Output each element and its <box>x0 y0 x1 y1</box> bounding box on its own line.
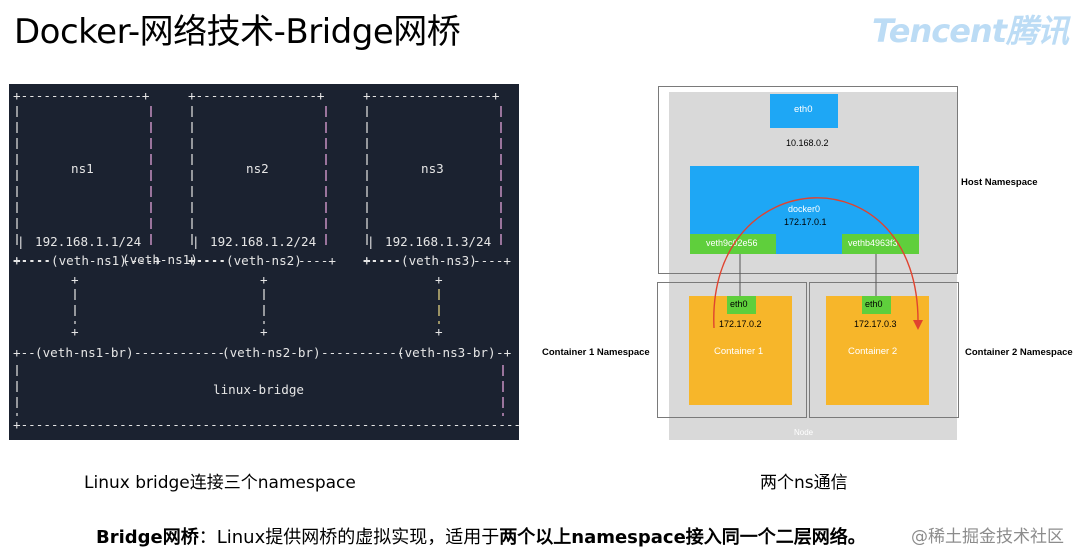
container2-eth0-label: eth0 <box>865 299 883 309</box>
host-eth0 <box>770 94 838 128</box>
container2-namespace-box <box>809 282 959 418</box>
host-namespace-box <box>658 86 958 274</box>
bottom-bold-term: Bridge网桥 <box>96 527 199 548</box>
svg-text:+----------------+: +----------------+ <box>363 88 500 103</box>
ns-box-3: +----------------+ +---- <box>363 88 500 267</box>
svg-text:+: + <box>435 272 443 287</box>
diagram-connectors <box>713 197 923 330</box>
veth-right <box>842 234 919 254</box>
veth-left <box>690 234 776 254</box>
svg-text:+: + <box>260 324 268 339</box>
linux-bridge-label: linux-bridge <box>213 382 304 397</box>
svg-text:+----: +---- <box>188 252 226 267</box>
docker-bridge-network-diagram: Node Host Namespace eth0 10.168.0.2 dock… <box>536 80 1080 446</box>
svg-text:+: + <box>71 324 79 339</box>
container1-namespace-label: Container 1 Namespace <box>542 347 650 358</box>
bottom-bold-emphasis: 两个以上namespace接入同一个二层网络。 <box>499 527 866 548</box>
svg-text:|: | <box>192 234 200 249</box>
container2 <box>826 296 929 405</box>
container1-eth0-label: eth0 <box>730 299 748 309</box>
watermark: @稀土掘金技术社区 <box>911 527 1064 547</box>
ns1-label: ns1 <box>71 161 94 176</box>
svg-text:----+: ----+ <box>298 253 336 268</box>
svg-text:+----: +---- <box>188 253 226 268</box>
caption-left: Linux bridge连接三个namespace <box>84 473 356 493</box>
ns2-veth: (veth-ns2) <box>226 253 302 268</box>
svg-text:------------: ------------ <box>134 345 225 360</box>
svg-text:|: | <box>367 234 375 249</box>
container2-ip: 172.17.0.3 <box>854 319 897 329</box>
terminal-bridge-diagram: +----------------+ +---- (veth-ns1) +---… <box>9 84 519 440</box>
svg-text:+: + <box>260 272 268 287</box>
bottom-description: Bridge网桥：Linux提供网桥的虚拟实现，适用于两个以上namespace… <box>96 523 866 549</box>
svg-text:+----: +---- <box>13 253 51 268</box>
svg-text:+-----------------------------: +---------------------------------------… <box>13 417 519 432</box>
svg-text:+----------------+: +----------------+ <box>188 88 325 103</box>
svg-text:+----: +---- <box>363 252 401 267</box>
container2-name: Container 2 <box>848 346 898 357</box>
connectors: + + + + + + <box>71 272 443 339</box>
ns-box-2: +----------------+ +---- <box>188 88 325 267</box>
box-sides <box>16 106 502 250</box>
svg-text:-+: -+ <box>496 345 512 360</box>
ns3-veth-br: (veth-ns3-br) <box>397 345 496 360</box>
container1-name: Container 1 <box>714 346 764 357</box>
svg-text:+----: +---- <box>13 252 51 267</box>
svg-text:+----: +---- <box>363 253 401 268</box>
svg-text:-----------: ----------- <box>321 345 404 360</box>
tencent-logo: Tencent腾讯 <box>872 12 1069 50</box>
caption-right: 两个ns通信 <box>760 473 848 493</box>
node-label: Node <box>794 428 814 437</box>
bottom-text: ：Linux提供网桥的虚拟实现，适用于 <box>198 527 500 548</box>
container1-namespace-box <box>657 282 807 418</box>
ns1-veth-label: (veth-ns1) <box>122 252 198 267</box>
svg-text:----+: ----+ <box>473 253 511 268</box>
ns1-veth: (veth-ns1) <box>51 253 127 268</box>
ns2-ip: 192.168.1.2/24 <box>210 234 316 249</box>
container1-eth0 <box>727 296 756 314</box>
arrow-head <box>913 320 923 330</box>
container1 <box>689 296 792 405</box>
svg-text:+: + <box>435 324 443 339</box>
ns3-veth: (veth-ns3) <box>401 253 477 268</box>
ns3-ip: 192.168.1.3/24 <box>385 234 491 249</box>
docker0-label: docker0 <box>788 204 821 214</box>
ns3-label: ns3 <box>421 161 444 176</box>
host-eth0-label: eth0 <box>794 104 813 115</box>
docker0-ip: 172.17.0.1 <box>784 217 827 227</box>
host-namespace-label: Host Namespace <box>961 177 1038 188</box>
svg-text:+: + <box>71 272 79 287</box>
veth-left-label: veth9c02e56 <box>706 238 758 248</box>
veth-right-label: vethb4963f3 <box>848 238 898 248</box>
container2-namespace-label: Container 2 Namespace <box>965 347 1073 358</box>
communication-arrow <box>713 197 919 329</box>
ns1-ip: 192.168.1.1/24 <box>35 234 141 249</box>
slide-title: Docker-网络技术-Bridge网桥 <box>14 12 461 52</box>
container1-ip: 172.17.0.2 <box>719 319 762 329</box>
svg-text:|: | <box>17 234 25 249</box>
ns1-veth-br: (veth-ns1-br) <box>35 345 134 360</box>
svg-text:+----------------+: +----------------+ <box>13 88 150 103</box>
ascii-diagram-svg: +----------------+ +---- (veth-ns1) +---… <box>13 88 519 432</box>
ns2-label: ns2 <box>246 161 269 176</box>
svg-text:----+: ----+ <box>123 253 161 268</box>
ns2-veth-br: (veth-ns2-br) <box>222 345 321 360</box>
container2-eth0 <box>862 296 891 314</box>
host-ip: 10.168.0.2 <box>786 138 829 148</box>
svg-text:+--: +-- <box>13 345 36 360</box>
ns-box-1: +----------------+ +---- (veth-ns1) <box>13 88 198 267</box>
